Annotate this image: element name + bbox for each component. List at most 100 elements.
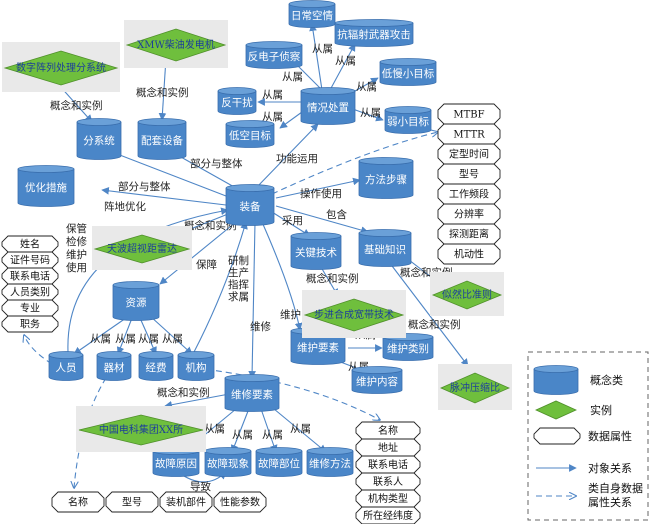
lbl-congshu-13: 从属	[162, 333, 183, 345]
lbl-congshu-11: 从属	[115, 333, 136, 345]
attr-list-equipment-item-7-shape	[437, 243, 501, 265]
node-youhuacuoshi-cap	[17, 165, 75, 173]
node-weihuneirong-cap	[351, 366, 403, 374]
lbl-gnsl-7: 概念和实例	[157, 386, 210, 399]
legend-instance-icon	[535, 400, 577, 420]
node-fangfabuzhou-cap	[358, 157, 414, 165]
node-renyuan: 人员	[48, 351, 84, 381]
edge-jg-zb	[193, 221, 248, 353]
instance-zhongguodianke-label: 中国电科集团XX所	[99, 423, 183, 436]
attr-list-organization-item-0-label: 名称	[378, 424, 398, 437]
node-dimanxiao: 低慢小目标	[379, 58, 437, 86]
attr-list-personnel-item-5-label: 职务	[20, 318, 40, 331]
legend-attribute-label: 数据属性	[588, 429, 632, 443]
node-ruoxiaomubiao-cap	[384, 106, 432, 114]
attr-list-material-item-0-shape	[51, 491, 105, 513]
node-zhuangbei-label: 装备	[240, 200, 261, 213]
lbl-congshu-7: 从属	[262, 111, 283, 123]
node-weixiuyaosu: 维修要素	[224, 374, 280, 412]
attr-list-material-item-0-label: 名称	[68, 496, 88, 509]
node-weihuleibie: 维护类别	[382, 333, 434, 361]
attr-list-personnel-item-3: 人员类别	[1, 283, 59, 301]
node-dimanxiao-cap	[379, 58, 437, 66]
lbl-caiyong: 采用	[282, 215, 303, 227]
attr-list-material-item-3: 性能参数	[213, 491, 267, 513]
node-weixiufangfa: 维修方法	[306, 447, 354, 477]
node-fanganrao-cap	[217, 87, 257, 95]
attr-list-organization-item-0: 名称	[355, 421, 421, 440]
attr-list-equipment-item-4: 工作频段	[437, 183, 501, 205]
attr-list-personnel-item-2: 联系电话	[1, 267, 59, 285]
node-fandianzizhencha-label: 反电子侦察	[248, 50, 301, 63]
instance-bujinhe-label: 步进合成宽带技术	[314, 308, 394, 321]
instance-dabochaoshiju: 天波超视距雷达	[92, 226, 192, 270]
node-weihuleibie-label: 维护类别	[387, 342, 429, 355]
node-kangfushe-label: 抗辐射武器攻击	[337, 28, 411, 41]
edge-zb-qkcz	[255, 123, 319, 189]
attr-list-equipment-item-1-label: MTTR	[453, 130, 485, 141]
lbl-bfzt-2: 部分与整体	[118, 180, 171, 193]
attr-list-material-item-1-shape	[105, 491, 159, 513]
node-weixiufangfa-label: 维修方法	[309, 457, 351, 470]
attr-list-material: 名称型号装机部件性能参数	[51, 491, 267, 513]
edge-wx-wxff	[267, 403, 327, 453]
lbl-czsy: 操作使用	[300, 187, 342, 200]
instance-bujinhe-diamond	[303, 298, 405, 332]
attr-list-personnel-item-0-label: 姓名	[20, 238, 40, 251]
node-guzhangxianxiang-label: 故障现象	[207, 457, 249, 470]
lbl-zhihui: 指挥	[228, 278, 249, 291]
lbl-congshu-5: 从属	[360, 107, 381, 119]
lbl-congshu-14: 从属	[204, 423, 225, 435]
node-guanjianjishu-cap	[290, 232, 342, 240]
instance-zhongguodianke-diamond	[78, 414, 204, 446]
edge-zb-yhcs	[101, 187, 227, 206]
edge-zy-ry	[73, 317, 127, 355]
node-guanjianjishu-label: 关键技术	[295, 246, 337, 259]
lbl-shiyong: 使用	[66, 261, 87, 274]
attr-list-organization-item-4: 机构类型	[355, 489, 421, 508]
attr-list-personnel-item-5: 职务	[1, 315, 59, 333]
node-fandianzizhencha-cap	[245, 41, 303, 49]
node-jichuzhishi: 基础知识	[358, 229, 412, 267]
node-weihuyaosu-label: 维护要素	[297, 341, 339, 354]
edge-zy-jg	[149, 315, 193, 355]
node-qingkuangchuzhi-label: 情况处置	[307, 101, 349, 114]
attr-list-equipment-item-5: 分辨率	[437, 203, 501, 225]
attr-list-equipment-item-2: 定型时间	[437, 143, 501, 165]
attr-list-material-item-2: 装机部件	[159, 491, 213, 513]
instance-dabochaoshiju-label: 天波超视距雷达	[107, 242, 177, 255]
node-fangfabuzhou: 方法步骤	[358, 157, 414, 199]
lbl-bfzt-1: 部分与整体	[190, 157, 243, 170]
edge-zb-whys	[261, 221, 303, 331]
attr-list-equipment-item-0-label: MTBF	[453, 110, 484, 121]
node-qingkuangchuzhi-cap	[300, 87, 356, 95]
edge-wx-gzbw	[259, 405, 278, 453]
edge-zb-wxys	[248, 221, 256, 379]
attr-list-personnel-item-4: 专业	[1, 299, 59, 317]
node-weihuneirong: 维护内容	[351, 366, 403, 394]
node-richangkongqing-label: 日常空情	[291, 9, 333, 22]
node-jingfei: 经费	[138, 351, 174, 381]
lbl-gnsl-2: 概念和实例	[136, 86, 189, 99]
attr-list-personnel-item-2-label: 联系电话	[10, 270, 50, 283]
instance-dabochaoshiju-diamond	[93, 234, 191, 264]
attr-list-organization-item-5: 所在经纬度	[355, 506, 421, 524]
lbl-yanzhi: 研制	[228, 254, 249, 267]
attr-list-equipment-item-2-label: 定型时间	[449, 148, 489, 161]
lbl-gnsl-3: 概念和实例	[184, 219, 237, 232]
attr-list-personnel-item-1: 证件号码	[1, 251, 59, 269]
lbl-weihu: 维护	[280, 308, 301, 321]
lbl-weixiu: 维修	[250, 320, 271, 333]
node-ruoxiaomubiao: 弱小目标	[384, 106, 432, 134]
node-guzhangbuwei-cap	[255, 447, 303, 455]
lbl-congshu-10: 从属	[90, 333, 111, 345]
edge-zb-gjjs	[271, 211, 311, 237]
node-kangfushe-cap	[334, 19, 414, 27]
node-richangkongqing-cap	[288, 0, 336, 8]
node-fandianzizhencha: 反电子侦察	[245, 41, 303, 69]
instance-maichongyasuo-label: 脉冲压缩比	[450, 381, 500, 394]
node-richangkongqing: 日常空情	[288, 0, 336, 28]
node-guzhangxianxiang-cap	[204, 447, 252, 455]
